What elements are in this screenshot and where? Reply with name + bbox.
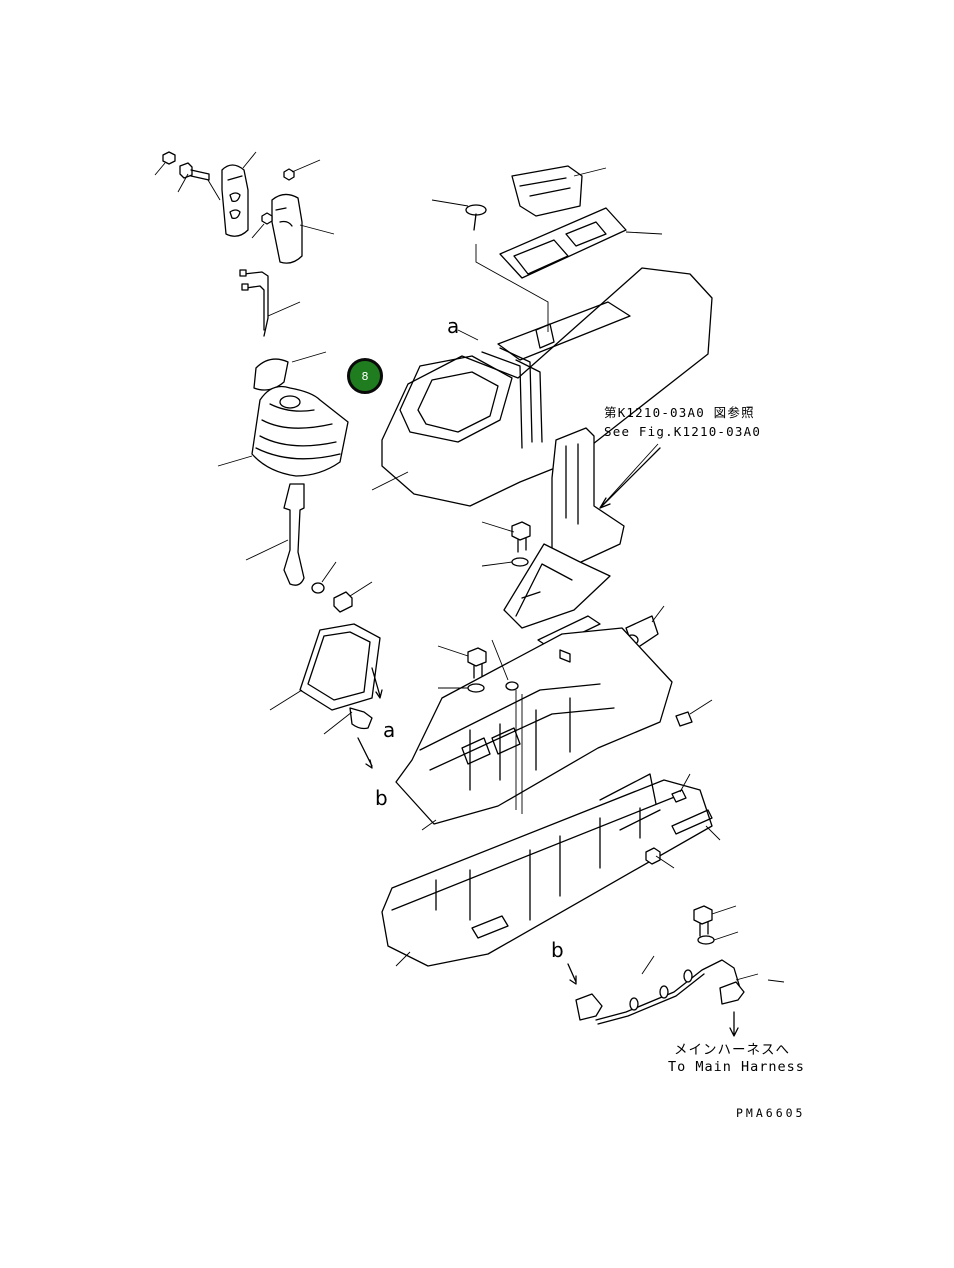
- console-cover-group: [371, 165, 713, 507]
- item-number-badge[interactable]: 8: [347, 358, 383, 394]
- reference-pointer: [599, 447, 661, 509]
- lever-grip-group: [154, 151, 383, 769]
- badge-label: 8: [361, 369, 369, 383]
- harness-note-en: To Main Harness: [668, 1059, 805, 1075]
- callout-a-left: a: [383, 718, 396, 742]
- harness-note-jp: メインハーネスへ: [674, 1042, 790, 1058]
- reference-note-en: See Fig.K1210-03A0: [604, 424, 762, 439]
- lower-frame-group: [395, 627, 713, 831]
- callout-a-top: a: [447, 314, 460, 338]
- harness-group: [567, 905, 785, 1037]
- drawing-code: PMA6605: [736, 1106, 806, 1120]
- bottom-tray-group: [381, 773, 721, 967]
- callout-b-left: b: [375, 786, 388, 810]
- reference-note-jp: 第K1210-03A0 図参照: [604, 405, 755, 420]
- mounting-bracket-group: [481, 427, 665, 670]
- callout-b-bottom: b: [551, 938, 564, 962]
